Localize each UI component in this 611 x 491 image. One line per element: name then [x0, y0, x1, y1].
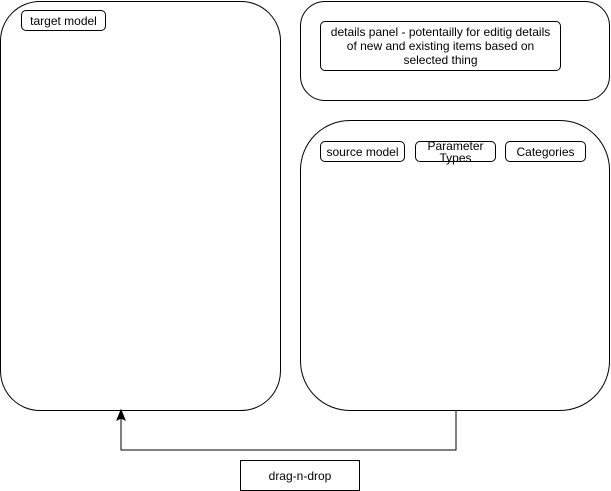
target-model-label: target model	[21, 10, 106, 31]
arrow-head-icon	[116, 408, 126, 422]
connector-line	[120, 411, 457, 451]
tab-categories[interactable]: Categories	[505, 141, 586, 162]
tab-parameter-types[interactable]: Parameter Types	[415, 140, 496, 164]
drag-n-drop-label: drag-n-drop	[240, 460, 360, 491]
details-panel-label: details panel - potentailly for editig d…	[320, 21, 561, 71]
tab-source-model[interactable]: source model	[320, 141, 405, 162]
target-model-panel	[0, 1, 281, 411]
source-model-panel	[300, 120, 610, 411]
